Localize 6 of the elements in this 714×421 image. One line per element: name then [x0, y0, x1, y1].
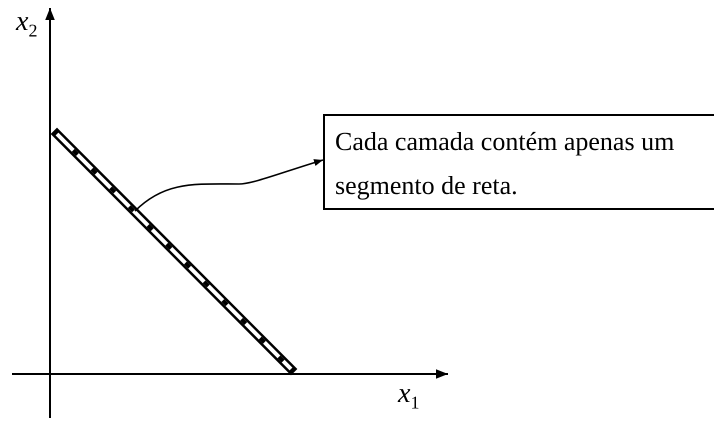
line-segment-bar — [52, 130, 296, 374]
axis-label: x$_{1}$ — [398, 380, 420, 412]
callout-text: Cada camada contém apenas um segmento de reta. — [334, 126, 676, 202]
curved-arrow — [134, 159, 324, 212]
axis-label: x$_{2}$ — [16, 8, 38, 40]
callout-box — [323, 114, 714, 210]
